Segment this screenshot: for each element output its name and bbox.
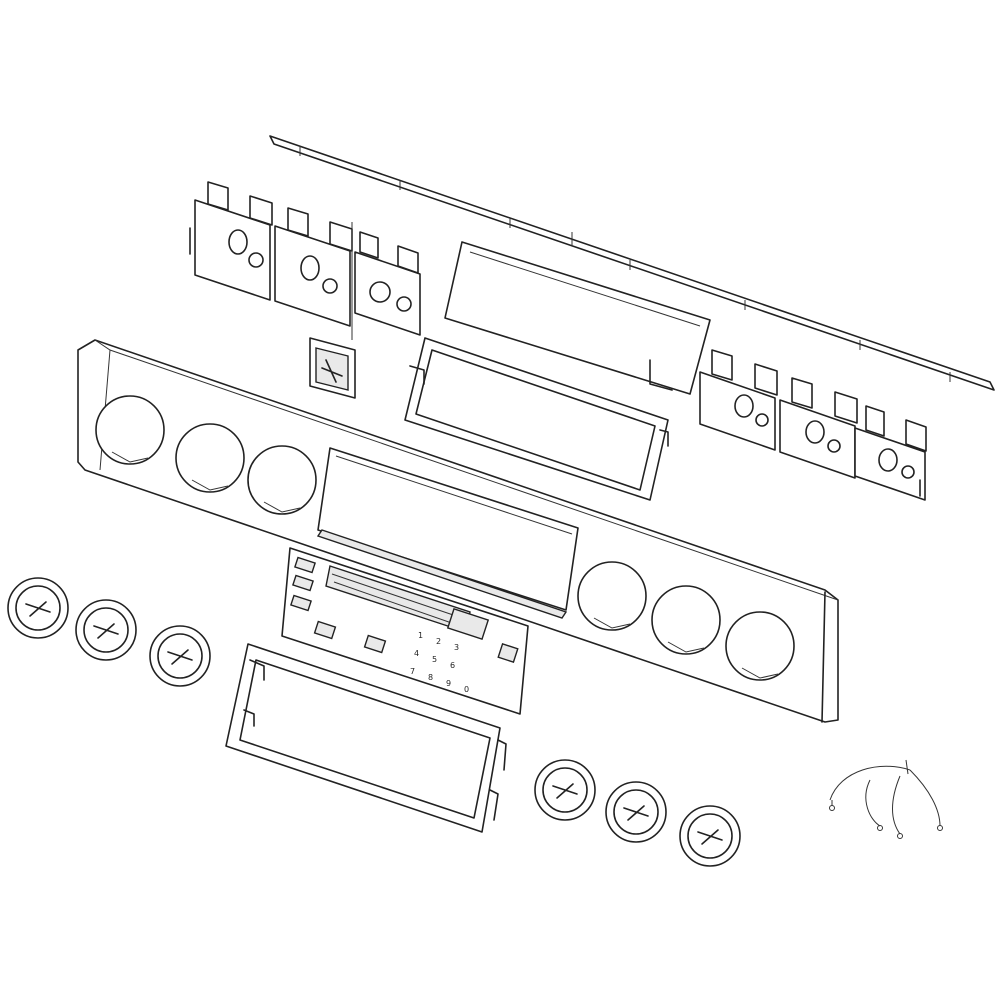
lower-display-bezel bbox=[225, 643, 507, 833]
control-knob-left-1 bbox=[7, 577, 69, 639]
knob-opening-left-2 bbox=[175, 423, 245, 493]
left-burner-bracket-1 bbox=[189, 181, 273, 301]
keypad-digit-labels: 1 2 3 4 5 6 7 8 9 0 bbox=[410, 631, 469, 694]
keypad-digit: 0 bbox=[464, 685, 469, 694]
keypad-digit: 1 bbox=[418, 631, 423, 640]
keypad-digit: 4 bbox=[414, 649, 419, 658]
knob-opening-right-3 bbox=[725, 611, 795, 681]
keypad-digit: 3 bbox=[454, 643, 459, 652]
control-knob-right-2 bbox=[605, 781, 667, 843]
keypad-digit: 2 bbox=[436, 637, 441, 646]
control-knob-left-2 bbox=[75, 599, 137, 661]
control-knob-left-3 bbox=[149, 625, 211, 687]
keypad-digit: 9 bbox=[446, 679, 451, 688]
right-burner-bracket-2 bbox=[779, 377, 858, 479]
knob-opening-left-3 bbox=[247, 445, 317, 515]
top-mounting-rail bbox=[269, 135, 995, 391]
keypad-digit: 6 bbox=[450, 661, 455, 670]
control-switch-module bbox=[309, 222, 356, 399]
knob-opening-right-1 bbox=[577, 561, 647, 631]
knob-opening-right-2 bbox=[651, 585, 721, 655]
keypad-digit: 5 bbox=[432, 655, 437, 664]
keypad-digit: 7 bbox=[410, 667, 415, 676]
control-knob-right-3 bbox=[679, 805, 741, 867]
touch-keypad-overlay: 1 2 3 4 5 6 7 8 9 0 bbox=[281, 547, 529, 715]
control-knob-right-1 bbox=[534, 759, 596, 821]
panel-display-window bbox=[316, 447, 579, 619]
keypad-digit: 8 bbox=[428, 673, 433, 682]
display-mounting-frame bbox=[404, 337, 669, 501]
knob-opening-left-1 bbox=[95, 395, 165, 465]
left-burner-bracket-3 bbox=[354, 231, 421, 336]
display-housing-cover bbox=[444, 241, 711, 395]
right-burner-bracket-3 bbox=[854, 405, 927, 501]
right-burner-bracket-1 bbox=[699, 349, 778, 451]
wire-harness bbox=[829, 759, 943, 839]
left-burner-bracket-2 bbox=[274, 207, 353, 327]
